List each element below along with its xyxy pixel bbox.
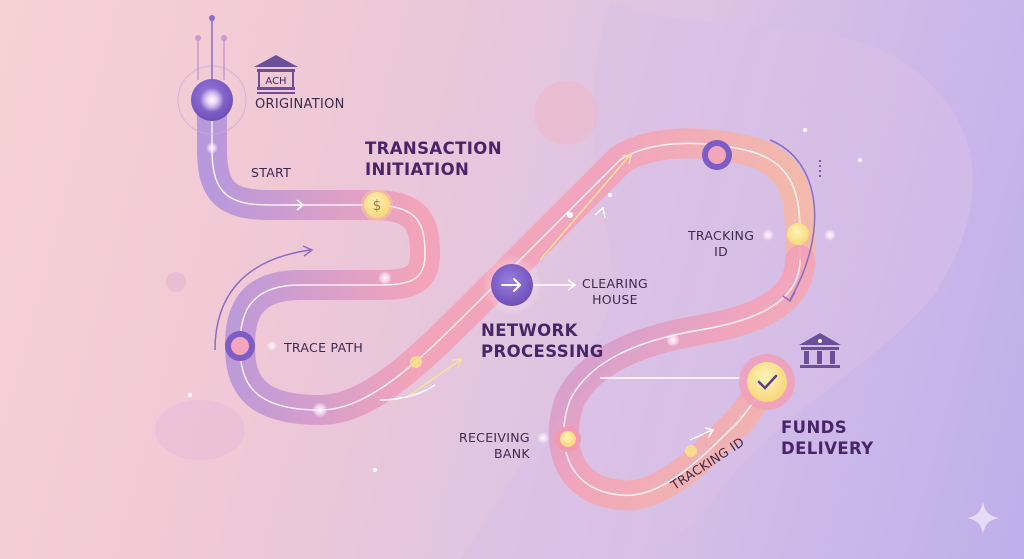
network-processing-node[interactable] [482, 255, 542, 315]
funds-delivery-line1: FUNDS [781, 418, 848, 437]
trace-path-label: TRACE PATH [284, 340, 364, 355]
background-blobs [155, 0, 973, 559]
sparkle-icon [967, 502, 999, 534]
clearing-house-label: CLEARING HOUSE [582, 276, 648, 309]
clearing-house-line2: HOUSE [592, 292, 638, 308]
origination-label: ORIGINATION [255, 97, 345, 112]
transaction-initiation-line1: TRANSACTION [365, 139, 502, 158]
transaction-initiation-title: TRANSACTION INITIATION [365, 138, 502, 181]
funds-delivery-title: FUNDS DELIVERY [781, 417, 874, 460]
network-processing-line2: PROCESSING [481, 342, 604, 362]
flow-path-upper [197, 85, 815, 426]
funds-delivery-line2: DELIVERY [781, 439, 874, 459]
tracking-ring-node[interactable] [702, 140, 732, 170]
network-processing-title: NETWORK PROCESSING [481, 320, 604, 363]
receiving-bank-line2: BANK [494, 446, 530, 462]
tracking-id-top-label: TRACKING ID [688, 228, 754, 261]
flow-path-lower [548, 245, 815, 511]
receiving-bank-line1: RECEIVING [459, 430, 530, 445]
trace-path-node[interactable] [225, 331, 255, 361]
dollar-node[interactable]: $ [361, 189, 393, 221]
receiving-bank-label: RECEIVING BANK [459, 430, 530, 463]
dollar-icon: $ [373, 198, 382, 214]
glow-dots [188, 128, 862, 472]
ach-bank-icon: ACH [254, 55, 298, 94]
arrow-right-icon [501, 278, 522, 292]
origination-node[interactable] [177, 15, 247, 135]
tracking-id-node[interactable] [787, 223, 809, 245]
svg-text:ACH: ACH [265, 76, 286, 87]
receiving-bank-node[interactable] [555, 426, 581, 452]
network-processing-line1: NETWORK [481, 321, 578, 340]
funds-bank-icon [799, 333, 841, 368]
funds-delivery-node[interactable] [739, 354, 795, 410]
start-label: START [251, 165, 292, 180]
tracking-id-top-line1: TRACKING [688, 228, 755, 243]
transaction-initiation-line2: INITIATION [365, 160, 470, 180]
clearing-house-line1: CLEARING [582, 276, 648, 291]
decorative-arrows [214, 139, 821, 441]
tracking-id-top-line2: ID [714, 244, 729, 260]
checkmark-icon [757, 374, 778, 390]
